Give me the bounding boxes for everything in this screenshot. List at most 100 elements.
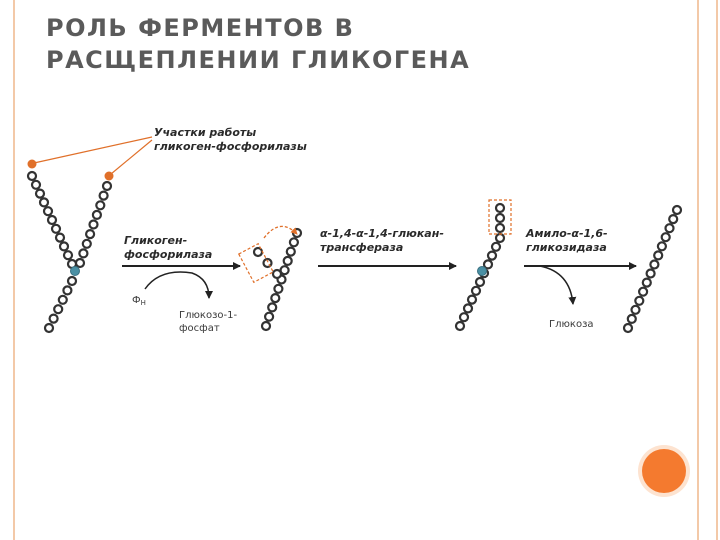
product-1-label-line-2: фосфат (179, 323, 220, 334)
glucose-unit (46, 214, 58, 226)
glucose-unit (466, 294, 478, 305)
glucose-unit (660, 232, 671, 243)
glycogen-molecule-1 (26, 159, 114, 334)
glucose-unit (260, 320, 272, 332)
glucose-unit (252, 246, 264, 258)
glucose-unit (66, 275, 78, 287)
glucose-unit (486, 250, 498, 261)
glucose-unit-top (494, 222, 506, 234)
glucose-unit (288, 237, 299, 248)
glucose-unit (622, 322, 634, 334)
glucose-unit (43, 322, 55, 334)
glucose-unit (482, 259, 494, 270)
frame-left-border (13, 0, 15, 540)
glucose-unit (664, 223, 675, 234)
glucose-chain-main (260, 227, 303, 332)
glucose-unit (490, 241, 502, 252)
glucose-unit (34, 188, 46, 199)
glucose-unit (58, 241, 70, 252)
transfer-arrow (263, 225, 298, 239)
glucose-unit (271, 268, 283, 280)
phosphorylase-site-pointers (33, 136, 153, 175)
glucose-unit (48, 313, 59, 324)
glucose-chain-linear (622, 204, 683, 334)
step-2-transferase: α-1,4-α-1,4-глюкан- трансфераза (318, 227, 457, 270)
product-2-label: Глюкоза (549, 319, 594, 330)
glycogen-molecule-4 (622, 204, 683, 334)
glucose-unit (74, 257, 86, 269)
glucose-unit (462, 303, 474, 314)
glucose-unit (458, 312, 470, 323)
glucose-unit (264, 311, 275, 322)
side-arrow-phosphate (144, 271, 213, 299)
glucose-unit (470, 285, 482, 296)
glucose-unit (279, 265, 290, 276)
glucose-unit (653, 250, 664, 261)
glucose-unit (50, 223, 62, 234)
glucose-unit (282, 255, 293, 266)
glucose-unit (634, 295, 645, 306)
product-1-label-line-1: Глюкозо-1- (179, 310, 237, 321)
glucose-chain-main (454, 232, 506, 332)
glucose-unit (270, 293, 281, 304)
glucose-unit (291, 227, 303, 239)
glucose-unit (26, 170, 38, 182)
side-arrow-glucose (539, 265, 577, 305)
glucose-unit (494, 232, 506, 244)
glucose-unit (81, 238, 92, 249)
glucose-unit (88, 219, 99, 230)
glucose-chain-stem (43, 275, 78, 334)
glucose-unit (649, 259, 660, 270)
branch-point (70, 266, 80, 276)
enzyme-1-label-line-2: фосфорилаза (124, 248, 212, 261)
slide-title-line-1: РОЛЬ ФЕРМЕНТОВ В (46, 14, 355, 42)
glucose-unit (42, 206, 54, 217)
glucose-unit (30, 179, 42, 190)
glucose-unit (474, 276, 486, 288)
glucose-unit (54, 232, 66, 243)
glucose-unit (671, 204, 683, 216)
glucose-unit (62, 250, 74, 261)
enzyme-2-label-line-2: трансфераза (320, 241, 403, 254)
step-3-debranching: Амило-α-1,6- гликозидаза Глюкоза (524, 227, 637, 330)
glucose-unit (630, 304, 641, 315)
pointer-line-right (110, 139, 153, 175)
slide-title-line-2: РАСЩЕПЛЕНИИ ГЛИКОГЕНА (46, 46, 471, 74)
glucose-unit (656, 241, 668, 252)
enzyme-2-label-line-1: α-1,4-α-1,4-глюкан- (320, 227, 444, 240)
glucose-unit (91, 209, 103, 220)
glucose-unit (78, 248, 89, 259)
enzyme-3-label-line-1: Амило-α-1,6- (525, 227, 608, 240)
glucose-unit (626, 313, 637, 324)
glycogen-molecule-3 (454, 199, 512, 332)
glucose-unit (101, 180, 113, 192)
glucose-unit (62, 285, 73, 296)
frame-right-border (697, 0, 718, 540)
slide-title: РОЛЬ ФЕРМЕНТОВ В РАСЩЕПЛЕНИИ ГЛИКОГЕНА (46, 12, 666, 76)
glucose-unit (454, 320, 466, 332)
glucose-unit (57, 294, 68, 305)
enzyme-1-label-line-1: Гликоген- (124, 234, 187, 247)
glucose-unit-top (494, 212, 506, 224)
sites-label-line-2: гликоген-фосфорилазы (154, 140, 307, 153)
glucose-unit (95, 200, 106, 211)
transfer-fragment-box (237, 242, 275, 284)
pointer-line-left (33, 136, 153, 164)
glucose-unit (641, 277, 652, 288)
glucose-unit (273, 283, 284, 294)
glucose-unit (84, 229, 96, 240)
sites-label-line-1: Участки работы (154, 126, 256, 139)
glycogen-molecule-2 (237, 225, 303, 332)
phosphate-label: ФН (132, 295, 146, 307)
phosphorylase-site-left (27, 159, 37, 169)
glucose-chain-short-branch (252, 246, 283, 280)
glucose-unit-top (494, 202, 506, 214)
glucose-unit (267, 302, 278, 313)
decorative-circle (642, 449, 686, 493)
enzyme-3-label-line-2: гликозидаза (526, 241, 607, 254)
transferred-fragment-box (488, 199, 512, 235)
glucose-unit (38, 197, 50, 208)
glucose-unit (645, 268, 656, 279)
glucose-chain-left-arm (26, 170, 78, 270)
